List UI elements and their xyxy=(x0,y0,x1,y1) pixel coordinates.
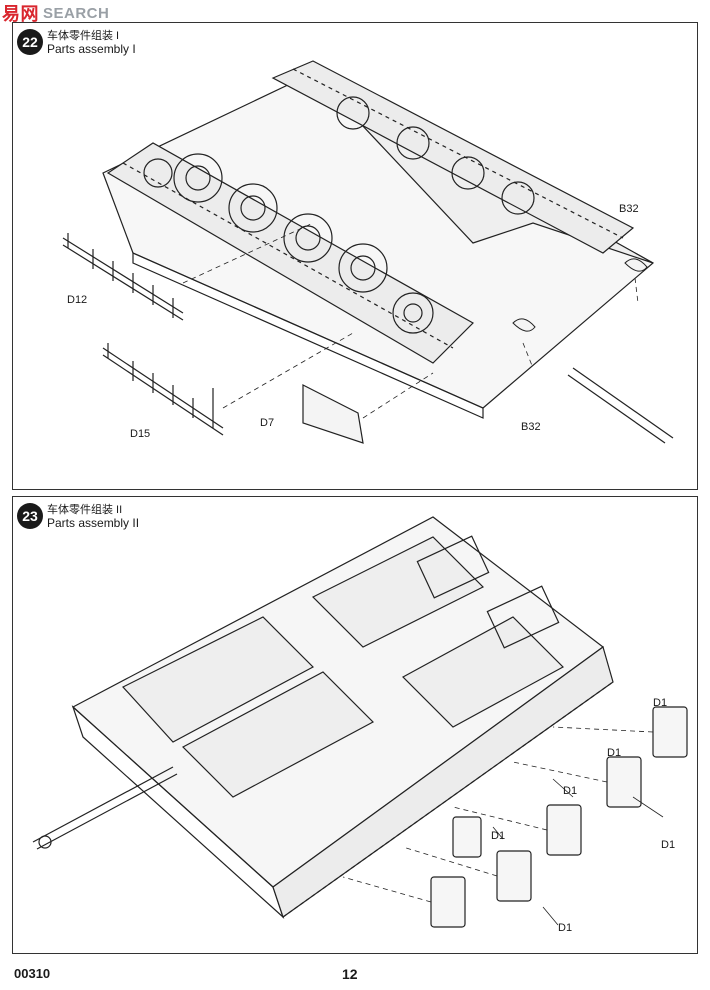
callout-d7: D7 xyxy=(260,417,275,429)
step-22-panel: 22 车体零件组装 I Parts assembly I D12 D15 D7 … xyxy=(12,22,698,490)
watermark-logo: 易网 SEARCH xyxy=(2,2,109,24)
watermark-cn: 易网 xyxy=(2,4,39,24)
page-number: 12 xyxy=(342,966,358,982)
step-number-badge: 22 xyxy=(17,29,43,55)
callout-d1-b: D1 xyxy=(661,839,676,851)
step-title-en: Parts assembly II xyxy=(47,516,140,530)
step-title-en: Parts assembly I xyxy=(47,42,136,56)
callout-d1-a: D1 xyxy=(563,785,578,797)
callout-d15: D15 xyxy=(130,428,151,440)
watermark-en: SEARCH xyxy=(43,4,110,22)
hull-top-drawing xyxy=(32,516,688,928)
callout-d1-f: D1 xyxy=(653,697,668,709)
callout-d12: D12 xyxy=(67,294,88,306)
kit-code: 00310 xyxy=(14,966,51,981)
callout-b32-lower: B32 xyxy=(521,421,541,433)
callout-d1-d: D1 xyxy=(558,922,573,934)
callout-d1-e: D1 xyxy=(607,747,622,759)
step-title-cn: 车体零件组装 II xyxy=(47,504,123,516)
step-number-badge: 23 xyxy=(17,503,43,529)
hull-underside-drawing xyxy=(62,60,674,444)
step-title-cn: 车体零件组装 I xyxy=(47,30,120,42)
callout-b32-upper: B32 xyxy=(619,203,639,215)
step-23-panel: 23 车体零件组装 II Parts assembly II D1 D1 D1 … xyxy=(12,496,698,954)
callout-d1-c: D1 xyxy=(491,830,506,842)
